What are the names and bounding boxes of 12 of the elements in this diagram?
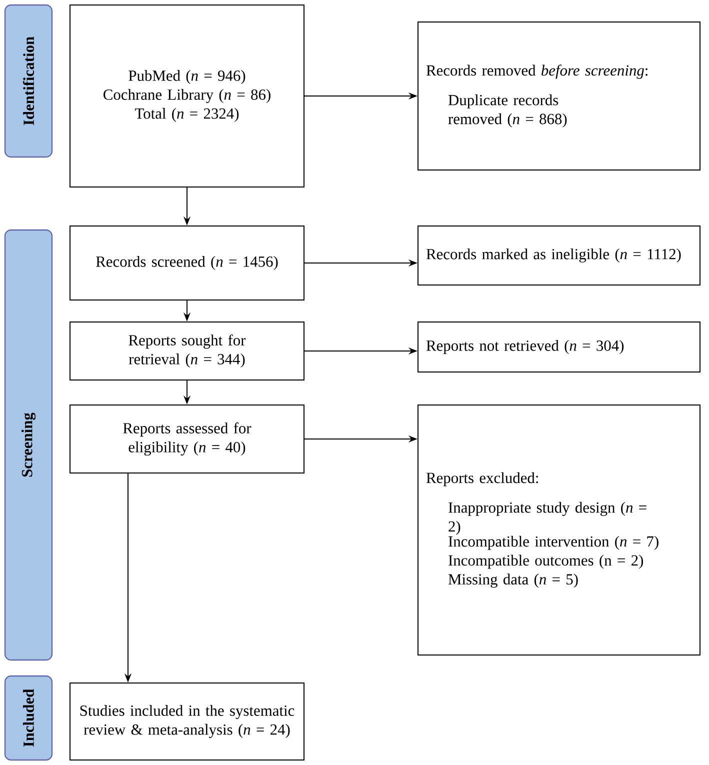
stage-band: Included: [4, 675, 53, 761]
process-box: Records screened (n = 1456): [70, 226, 304, 300]
outcome-box: Reports not retrieved (n = 304): [418, 322, 700, 372]
process-box: Studies included in the systematic review & meta-analysis (n = 24): [70, 682, 304, 760]
outcome-box: Records marked as ineligible (n = 1112): [418, 226, 700, 286]
stage-band: Screening: [4, 229, 53, 661]
process-box: PubMed (n = 946) Cochrane Library (n = 86) Total (n = 2324): [70, 4, 304, 188]
process-box: Reports assessed for eligibility (n = 40): [70, 404, 304, 474]
process-box: Reports sought for retrieval (n = 344): [70, 322, 304, 380]
outcome-box: Records removed before screening: Duplicate records removed (n = 868): [418, 22, 700, 170]
stage-band: Identification: [4, 4, 53, 158]
outcome-box: Reports excluded: Inappropriate study design (n = 2) Incompatible intervention (n = 7) Incompatible outcomes (n = 2) Missing data (n = 5): [418, 404, 700, 656]
